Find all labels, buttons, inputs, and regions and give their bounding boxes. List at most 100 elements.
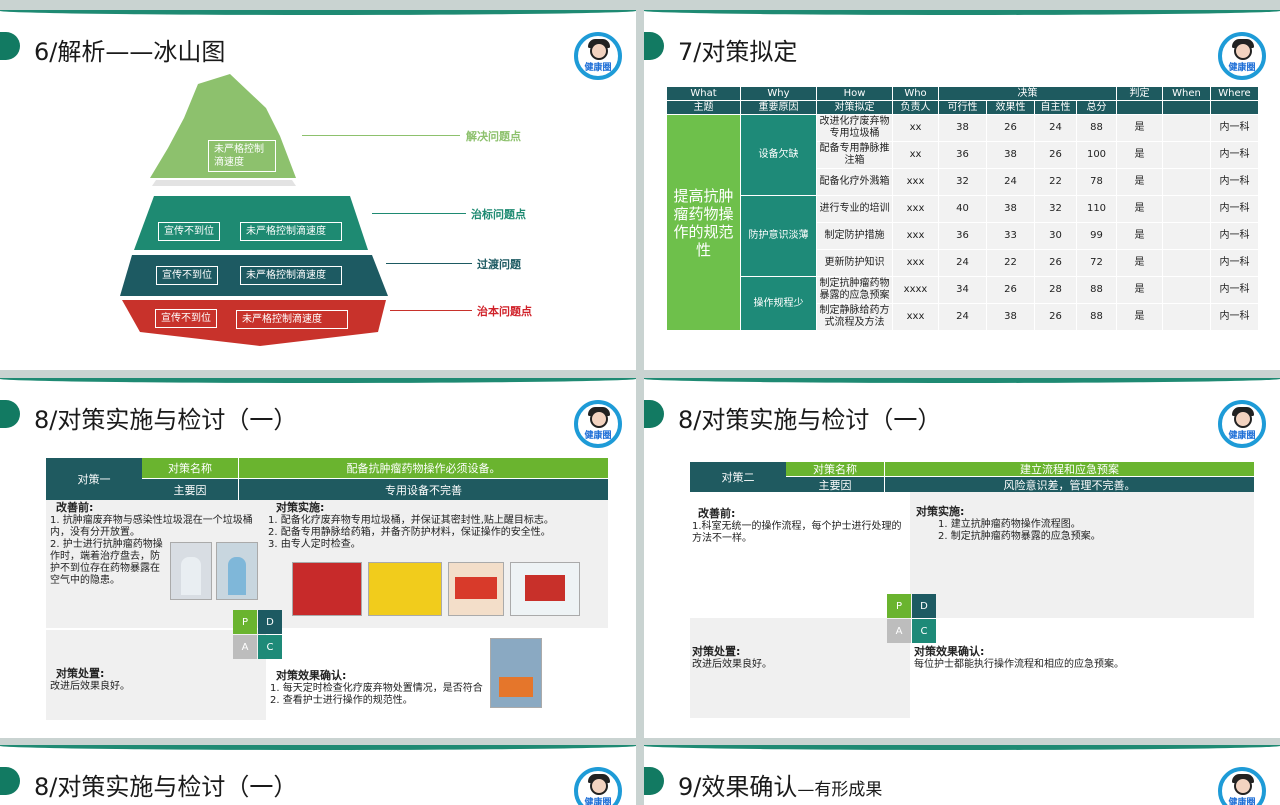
slide-title: 8/对策实施与检讨（一） <box>34 406 298 434</box>
title-tab <box>0 32 20 60</box>
slide-title: 8/对策实施与检讨（一） <box>678 406 942 434</box>
value-cell: 30 <box>1034 222 1077 250</box>
value-cell: 是 <box>1116 249 1163 277</box>
title-tab <box>0 400 20 428</box>
title-tab <box>644 400 664 428</box>
value-cell: 32 <box>1034 195 1077 223</box>
box-left-2: 宣传不到位 <box>156 266 218 285</box>
measure-cell: 配备化疗外溅箱 <box>816 168 893 196</box>
value-cell: 内一科 <box>1210 276 1259 304</box>
value-cell: xxx <box>892 168 939 196</box>
iceberg-level-3 <box>122 300 386 346</box>
label-transition: 过渡问题 <box>477 258 521 271</box>
slide-effect[interactable]: 9/效果确认—有形成果 健康圈 <box>644 745 1280 805</box>
title-tab <box>644 32 664 60</box>
value-cell: 38 <box>986 195 1035 223</box>
value-cell: 内一科 <box>1210 249 1259 277</box>
photo-bin-1 <box>292 562 362 616</box>
title-tab <box>644 767 664 795</box>
cause-label: 主要因 <box>142 479 238 500</box>
photo-box-1 <box>448 562 504 616</box>
value-cell: xxx <box>892 222 939 250</box>
value-cell: 36 <box>938 222 987 250</box>
value-cell: 是 <box>1116 114 1163 142</box>
when-cell <box>1162 222 1211 250</box>
value-cell: 是 <box>1116 195 1163 223</box>
implementation-section: 对策实施:1. 建立抗肿瘤药物操作流程图。2. 制定抗肿瘤药物暴露的应急预案。 <box>916 505 1101 543</box>
cause-label: 主要因 <box>786 477 884 492</box>
value-cell: 88 <box>1076 303 1117 331</box>
title-tab <box>0 767 20 795</box>
box-right-1: 未严格控制滴速度 <box>240 222 342 241</box>
confirm-section: 对策效果确认:每位护士都能执行操作流程和相应的应急预案。 <box>914 645 1124 671</box>
value-cell: 26 <box>986 114 1035 142</box>
value-cell: 是 <box>1116 141 1163 169</box>
value-cell: 28 <box>1034 276 1077 304</box>
photo-box-2 <box>510 562 580 616</box>
pdca-c: C <box>912 619 936 643</box>
top-bar <box>644 745 1280 750</box>
logo-icon: 健康圈 <box>1218 767 1266 805</box>
slide-measure-1[interactable]: 8/对策实施与检讨（一） 健康圈 对策一 对策名称 配备抗肿瘤药物操作必须设备。… <box>0 378 636 738</box>
iceberg-level-2 <box>120 255 388 296</box>
value-cell: 38 <box>986 141 1035 169</box>
logo-icon: 健康圈 <box>1218 400 1266 448</box>
pdca-c: C <box>258 635 282 659</box>
measure-id: 对策一 <box>46 458 142 500</box>
leader-line-2 <box>372 213 466 214</box>
top-bar <box>644 10 1280 15</box>
label-symptom: 治标问题点 <box>471 208 526 221</box>
cause-cell: 操作规程少 <box>740 276 817 331</box>
slide-title: 7/对策拟定 <box>678 38 798 66</box>
slide-iceberg[interactable]: 6/解析——冰山图 健康圈 未严格控制 滴速度 宣传不到位 未严格控制滴速度 宣… <box>0 10 636 370</box>
label-solve: 解决问题点 <box>466 130 521 143</box>
value-cell: 24 <box>1034 114 1077 142</box>
value-cell: 是 <box>1116 222 1163 250</box>
value-cell: 是 <box>1116 276 1163 304</box>
implementation-section: 对策实施: 1. 配备化疗废弃物专用垃圾桶，并保证其密封性,贴上醒目标志。2. … <box>268 501 554 551</box>
value-cell: 24 <box>938 249 987 277</box>
cause-cell: 设备欠缺 <box>740 114 817 196</box>
value-cell: 26 <box>1034 249 1077 277</box>
slide-measure-3[interactable]: 8/对策实施与检讨（一） 健康圈 <box>0 745 636 805</box>
leader-line-1 <box>302 135 460 136</box>
photo-nurse-1 <box>170 542 212 600</box>
measure-cell: 进行专业的培训 <box>816 195 893 223</box>
value-cell: 内一科 <box>1210 114 1259 142</box>
value-cell: 78 <box>1076 168 1117 196</box>
value-cell: 26 <box>1034 303 1077 331</box>
logo-icon: 健康圈 <box>574 400 622 448</box>
value-cell: xx <box>892 141 939 169</box>
measure-cell: 改进化疗废弃物专用垃圾桶 <box>816 114 893 142</box>
measure-name: 建立流程和应急预案 <box>884 462 1254 476</box>
value-cell: 内一科 <box>1210 303 1259 331</box>
measure-cell: 更新防护知识 <box>816 249 893 277</box>
name-label: 对策名称 <box>142 458 238 478</box>
value-cell: 88 <box>1076 114 1117 142</box>
handling-section: 对策处置:改进后效果良好。 <box>50 667 130 693</box>
pdca-a: A <box>887 619 911 643</box>
value-cell: 40 <box>938 195 987 223</box>
value-cell: xxx <box>892 195 939 223</box>
measure-name: 配备抗肿瘤药物操作必须设备。 <box>238 458 608 478</box>
when-cell <box>1162 168 1211 196</box>
when-cell <box>1162 303 1211 331</box>
value-cell: 是 <box>1116 303 1163 331</box>
iceberg-tip <box>150 74 296 178</box>
iceberg-diagram <box>120 74 388 346</box>
box-left-1: 宣传不到位 <box>158 222 220 241</box>
slide-title: 6/解析——冰山图 <box>34 38 226 66</box>
pdca-d: D <box>912 594 936 618</box>
value-cell: 32 <box>938 168 987 196</box>
when-cell <box>1162 276 1211 304</box>
value-cell: 72 <box>1076 249 1117 277</box>
before-section: 改善前: 1. 抗肿瘤废弃物与感染性垃圾混在一个垃圾桶内，没有分开放置。 2. … <box>50 501 253 587</box>
slide-measure-2[interactable]: 8/对策实施与检讨（一） 健康圈 对策二 对策名称 建立流程和应急预案 主要因 … <box>644 378 1280 738</box>
value-cell: 100 <box>1076 141 1117 169</box>
